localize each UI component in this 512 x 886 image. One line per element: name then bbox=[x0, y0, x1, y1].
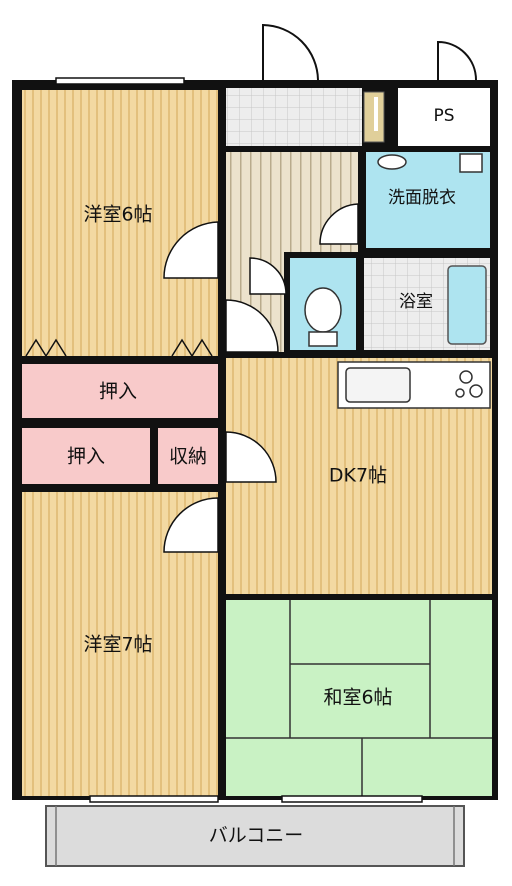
door-arc-icon bbox=[163, 221, 219, 279]
door-arc-icon bbox=[225, 431, 277, 483]
door-arc-icon bbox=[249, 257, 287, 295]
closet-door-icon bbox=[25, 338, 67, 358]
label-closet-top: 押入 bbox=[99, 381, 137, 403]
toilet-tank bbox=[308, 331, 338, 347]
label-storage: 収納 bbox=[169, 446, 207, 468]
sink-icon bbox=[345, 367, 411, 403]
closet-door-icon bbox=[171, 338, 213, 358]
label-dk: DK7帖 bbox=[329, 465, 387, 487]
balcony bbox=[45, 805, 465, 867]
ps-room bbox=[398, 88, 490, 146]
label-washroom: 洗面脱衣 bbox=[388, 188, 456, 208]
entrance-hall bbox=[226, 88, 362, 146]
stove-burner-icon bbox=[469, 384, 483, 398]
washbasin-icon bbox=[377, 154, 407, 170]
storage bbox=[158, 428, 218, 484]
label-western-6: 洋室6帖 bbox=[83, 204, 152, 226]
room-western-6 bbox=[22, 90, 218, 356]
washing-machine-icon bbox=[459, 153, 483, 173]
window-top bbox=[55, 77, 185, 85]
window-bottom-right bbox=[281, 795, 423, 803]
room-japanese bbox=[226, 600, 492, 796]
label-closet-small: 押入 bbox=[67, 446, 105, 468]
bathtub bbox=[447, 265, 487, 345]
label-bath: 浴室 bbox=[399, 292, 433, 312]
closet-top bbox=[22, 364, 218, 418]
door-arc-icon bbox=[319, 203, 359, 245]
label-balcony: バルコニー bbox=[209, 825, 304, 847]
door-arc-icon bbox=[163, 497, 219, 553]
entrance-door-icon bbox=[262, 23, 319, 81]
label-ps: PS bbox=[433, 106, 454, 126]
toilet-icon bbox=[304, 287, 342, 333]
tatami-lines bbox=[226, 600, 492, 796]
label-japanese: 和室6帖 bbox=[323, 687, 392, 709]
stove-burner-icon bbox=[455, 388, 465, 398]
closet-small bbox=[22, 428, 150, 484]
door-arc-icon bbox=[225, 299, 279, 353]
service-door-icon bbox=[437, 40, 477, 81]
label-western-7: 洋室7帖 bbox=[83, 634, 152, 656]
shoe-cabinet-handle bbox=[374, 97, 378, 131]
window-bottom-left bbox=[89, 795, 219, 803]
stove-burner-icon bbox=[459, 370, 473, 384]
